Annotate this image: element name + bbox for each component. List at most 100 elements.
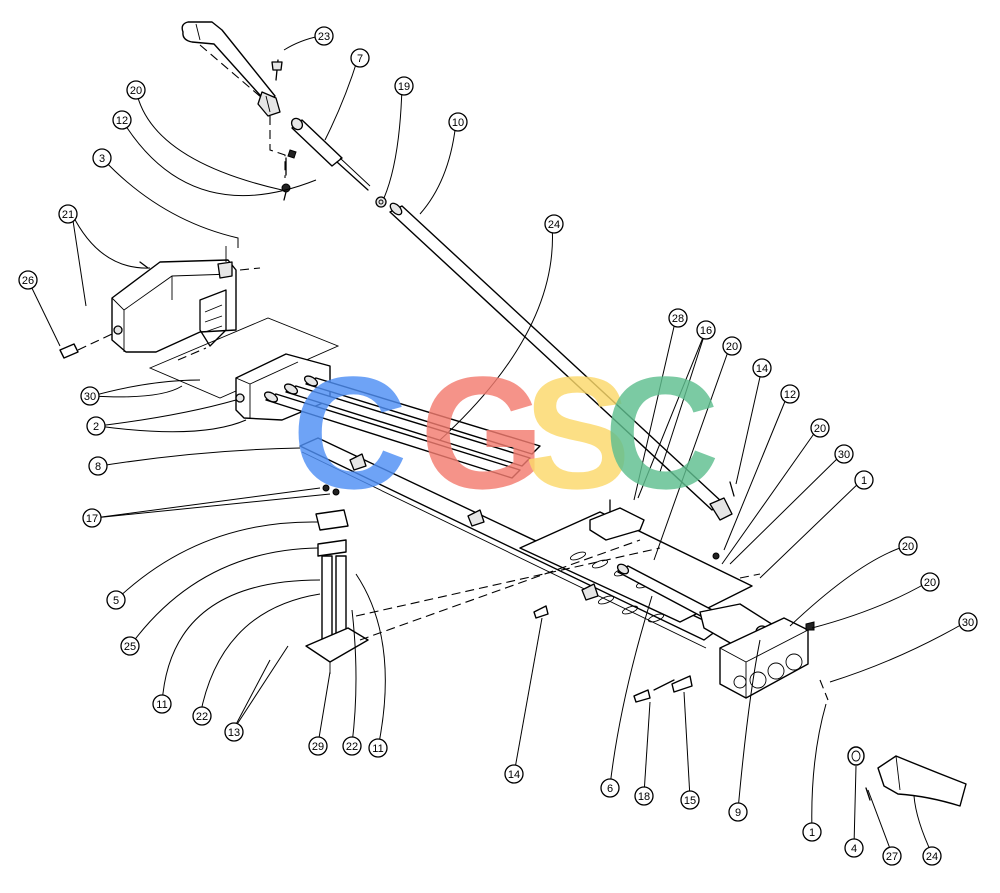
callout-number: 7	[357, 53, 363, 65]
callout-8: 8	[88, 456, 108, 476]
callout-circle	[844, 838, 864, 858]
callout-11: 11	[152, 694, 172, 714]
bolt-26	[59, 333, 113, 359]
callout-24: 24	[544, 214, 564, 234]
callout-circle	[958, 612, 978, 632]
callout-20: 20	[898, 536, 918, 556]
cover-parts	[847, 746, 967, 807]
callout-number: 20	[924, 577, 936, 589]
callout-circle	[680, 790, 700, 810]
callout-20: 20	[126, 80, 146, 100]
callout-circle	[882, 846, 902, 866]
pin-23	[271, 59, 283, 81]
leader-lines	[27, 35, 967, 855]
callout-number: 1	[809, 827, 815, 839]
callout-number: 21	[62, 209, 74, 221]
callout-14: 14	[504, 764, 524, 784]
callout-number: 4	[851, 843, 857, 855]
callout-number: 23	[318, 31, 330, 43]
long-tube	[389, 202, 733, 521]
callout-number: 14	[508, 769, 520, 781]
callout-circle	[834, 444, 854, 464]
callout-circle	[634, 786, 654, 806]
callout-circle	[126, 80, 146, 100]
callout-20: 20	[810, 418, 830, 438]
callout-circle	[192, 706, 212, 726]
callout-circle	[92, 148, 112, 168]
callout-circle	[112, 110, 132, 130]
callout-circle	[394, 76, 414, 96]
callout-circle	[368, 738, 388, 758]
callout-13: 13	[224, 722, 244, 742]
nut-19	[375, 196, 387, 208]
callout-25: 25	[120, 636, 140, 656]
callout-circle	[350, 48, 370, 68]
watermark-letter: C	[292, 343, 408, 522]
callout-29: 29	[308, 736, 328, 756]
callout-30: 30	[80, 386, 100, 406]
callout-number: 20	[726, 341, 738, 353]
callout-circle	[810, 418, 830, 438]
slide-plate	[519, 511, 753, 623]
callout-number: 10	[452, 117, 464, 129]
callout-number: 30	[838, 449, 850, 461]
callout-number: 13	[228, 727, 240, 739]
mounting-plate	[148, 317, 340, 399]
callout-23: 23	[314, 26, 334, 46]
handle-housing	[111, 246, 261, 353]
callout-circle	[86, 416, 106, 436]
callout-circle	[152, 694, 172, 714]
callout-number: 26	[22, 275, 34, 287]
callout-number: 9	[735, 807, 741, 819]
callout-number: 2	[93, 421, 99, 433]
handle-bars	[263, 375, 541, 479]
callout-14: 14	[752, 358, 772, 378]
callout-circle	[668, 308, 688, 328]
callout-10: 10	[448, 112, 468, 132]
hardware-right	[712, 481, 829, 701]
watermark-letter: G	[420, 343, 544, 522]
callout-9: 9	[728, 802, 748, 822]
callout-28: 28	[668, 308, 688, 328]
callout-12: 12	[780, 384, 800, 404]
callout-number: 18	[638, 791, 650, 803]
callout-20: 20	[920, 572, 940, 592]
callout-circle	[58, 204, 78, 224]
callout-number: 20	[902, 541, 914, 553]
callout-circle	[728, 802, 748, 822]
handle-part	[181, 21, 276, 105]
callout-1: 1	[802, 822, 822, 842]
callout-number: 29	[312, 741, 324, 753]
callout-24: 24	[922, 846, 942, 866]
callout-22: 22	[342, 736, 362, 756]
clevis-bracket	[257, 91, 286, 178]
callout-16: 16	[696, 320, 716, 340]
callout-circle	[342, 736, 362, 756]
callout-circle	[18, 270, 38, 290]
callout-26: 26	[18, 270, 38, 290]
callout-number: 22	[196, 711, 208, 723]
callout-number: 11	[156, 699, 167, 711]
callout-circle	[106, 590, 126, 610]
callout-3: 3	[92, 148, 112, 168]
callout-number: 20	[130, 85, 142, 97]
callout-17: 17	[82, 508, 102, 528]
callout-number: 12	[116, 115, 128, 127]
callout-number: 11	[372, 743, 383, 755]
callout-circle	[854, 470, 874, 490]
callout-18: 18	[634, 786, 654, 806]
callout-4: 4	[844, 838, 864, 858]
callout-number: 1	[861, 475, 867, 487]
callout-circle	[920, 572, 940, 592]
callout-6: 6	[600, 778, 620, 798]
callout-circle	[80, 386, 100, 406]
gas-cylinder	[287, 117, 371, 191]
callout-circle	[802, 822, 822, 842]
callout-7: 7	[350, 48, 370, 68]
callout-2: 2	[86, 416, 106, 436]
callout-circle	[120, 636, 140, 656]
callout-11: 11	[368, 738, 388, 758]
callout-circle	[448, 112, 468, 132]
bracket-plate-28	[589, 499, 645, 541]
